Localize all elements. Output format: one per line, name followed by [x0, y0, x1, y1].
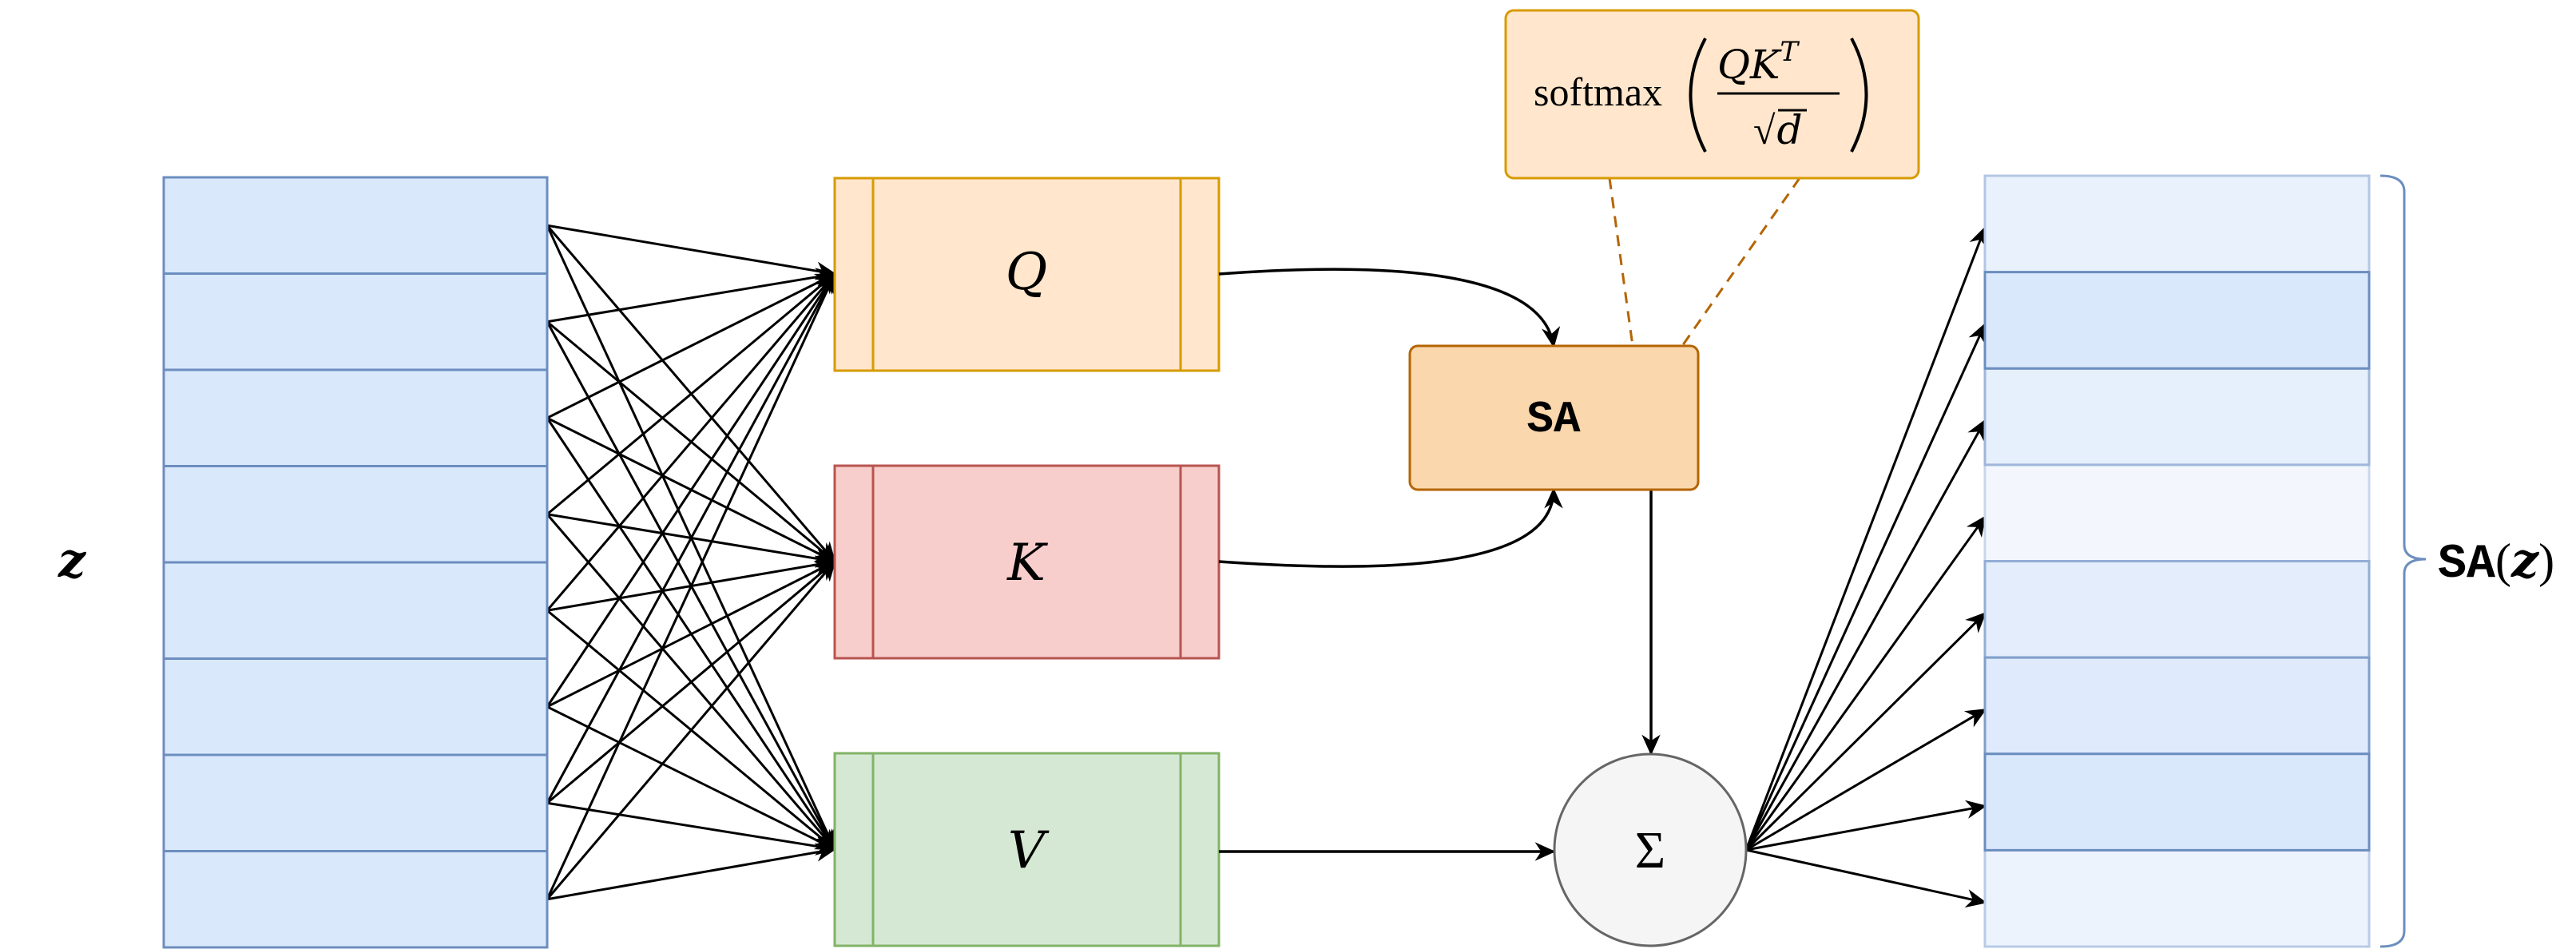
projection-edge [546, 843, 837, 901]
output-label: SA(z) [2438, 533, 2554, 592]
projection-edge [546, 272, 836, 612]
sum-node[interactable]: Σ [1553, 752, 1748, 947]
input-token-row [162, 176, 549, 275]
projection-edge [546, 560, 836, 804]
value-projection-box[interactable]: V [833, 752, 1221, 947]
softmax-formula-box[interactable]: softmax QKT √d [1504, 9, 1920, 180]
query-to-attention-edge [1218, 268, 1561, 348]
denominator: √d [1753, 107, 1802, 153]
sum-to-output-edges [1744, 225, 1987, 908]
output-edge [1745, 709, 1987, 852]
key-label: K [1006, 534, 1048, 593]
key-to-attention-edge [1218, 487, 1563, 568]
projection-edge [546, 224, 837, 280]
output-brace [2380, 174, 2427, 948]
softmax-text: softmax [1534, 69, 1662, 114]
output-token-column [1983, 174, 2371, 948]
projection-edge [546, 560, 837, 709]
input-label: z [58, 533, 87, 589]
output-edge [1744, 419, 1987, 851]
output-token-row [1983, 463, 2371, 562]
output-token-row [1983, 367, 2371, 467]
output-edge [1744, 322, 1987, 851]
self-attention-label: SA [1526, 394, 1581, 445]
input-token-row [162, 272, 549, 371]
output-token-row [1983, 848, 2371, 948]
input-token-row [162, 657, 549, 756]
projection-edge [546, 272, 836, 900]
value-label: V [1008, 821, 1050, 880]
output-edge [1744, 225, 1987, 851]
key-projection-box[interactable]: K [833, 464, 1221, 660]
output-edge [1745, 800, 1987, 852]
self-attention-box[interactable]: SA [1408, 344, 1700, 491]
projection-edge [546, 560, 836, 900]
input-token-row [162, 850, 549, 949]
input-token-row [162, 561, 549, 660]
projection-edge [546, 272, 836, 804]
query-label: Q [1006, 243, 1047, 302]
output-edge [1745, 848, 1987, 908]
right-paren [1850, 38, 1868, 153]
left-paren [1689, 38, 1707, 153]
output-token-row [1983, 271, 2371, 370]
projection-edge [546, 268, 837, 324]
input-token-row [162, 465, 549, 564]
projection-edge [546, 801, 837, 856]
input-token-row [162, 753, 549, 852]
sum-symbol: Σ [1635, 821, 1665, 880]
query-projection-box[interactable]: Q [833, 177, 1221, 372]
output-token-row [1983, 174, 2371, 274]
formula-connector-left [1608, 177, 1634, 347]
output-edge [1744, 515, 1987, 851]
output-token-row [1983, 752, 2371, 852]
formula-connector-right [1681, 177, 1801, 347]
projection-edge [546, 705, 837, 851]
projection-edge [546, 272, 837, 419]
input-token-column [162, 176, 549, 949]
input-to-projection-edges [546, 224, 837, 901]
output-token-row [1983, 656, 2371, 756]
input-token-row [162, 368, 549, 467]
projection-edge [546, 272, 836, 515]
projection-edge [546, 272, 836, 708]
numerator: QKT [1717, 36, 1800, 88]
output-token-row [1983, 560, 2371, 659]
output-edge [1744, 611, 1987, 852]
